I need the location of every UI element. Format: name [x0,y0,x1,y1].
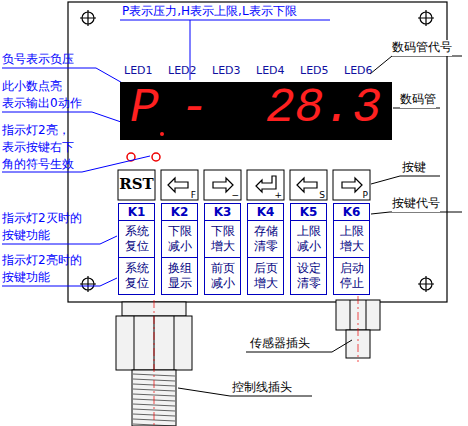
decimal-point [160,132,164,136]
key-code: K1 [119,204,154,220]
led-code: LED2 [168,64,197,78]
key-label: RST [118,175,155,195]
key-symbol: + [274,191,282,200]
key-function-column: K6上限增大启动停止 [333,203,370,295]
key-function-column: K4存储清零后页增大 [247,203,284,295]
key-function: 下限减小 [162,220,197,257]
digit-text: P [130,84,159,132]
key-cap: S [290,170,327,200]
key-function: 启动停止 [334,257,369,294]
key-function: 系统复位 [119,220,154,257]
key-function: 前页减小 [205,257,240,294]
key-function-column: K1系统复位系统复位 [118,203,155,295]
key-code: K6 [334,204,369,220]
key-code: K4 [248,204,283,220]
annotation: 此小数点亮 表示输出0动作 [2,78,96,112]
key-symbol: F [191,191,196,200]
led-code: LED6 [344,64,373,78]
key-cap: P [333,170,370,200]
key-symbol: S [319,191,325,200]
led-code: LED3 [212,64,241,78]
key-function: 上限减小 [291,220,326,257]
key-function: 设定清零 [291,257,326,294]
annotation: 指示灯2亮时的 按键功能 [2,252,102,286]
led-code: LED4 [256,64,285,78]
key-cap: F [161,170,198,200]
annotation: 按键代号 [392,196,440,212]
digit-display: P- 28.3 [120,82,392,140]
key-function-column: K5上限减小设定清零 [290,203,327,295]
key-symbol: P [363,191,368,200]
annotation: 指示灯2亮， 表示按键右下 角的符号生效 [2,122,86,173]
annotation: 指示灯2灭时的 按键功能 [2,210,102,244]
key-function: 上限增大 [334,220,369,257]
led-code: LED1 [124,64,153,78]
key-function: 换组显示 [162,257,197,294]
annotation: 控制线插头 [232,380,292,396]
digit-text: - [180,84,209,132]
key-symbol: − [231,191,239,200]
key-code: K2 [162,204,197,220]
key-code: K3 [205,204,240,220]
key-cap: RST [118,170,155,200]
annotation: 数码管 [400,92,436,108]
key-function: 存储清零 [248,220,283,257]
annotation: 传感器插头 [250,336,310,352]
key-function: 后页增大 [248,257,283,294]
digit-text: 28.3 [266,84,381,132]
key-function-column: K3下限增大前页减小 [204,203,241,295]
annotation: P表示压力,H表示上限,L表示下限 [122,4,297,20]
key-function-column: K2下限减小换组显示 [161,203,198,295]
annotation: 负号表示负压 [2,52,74,68]
key-function: 下限增大 [205,220,240,257]
key-function: 系统复位 [119,257,154,294]
annotation: 按键 [402,160,426,176]
annotation: 数码管代号 [392,40,452,56]
key-cap: + [247,170,284,200]
key-cap: − [204,170,241,200]
led-code: LED5 [300,64,329,78]
key-code: K5 [291,204,326,220]
